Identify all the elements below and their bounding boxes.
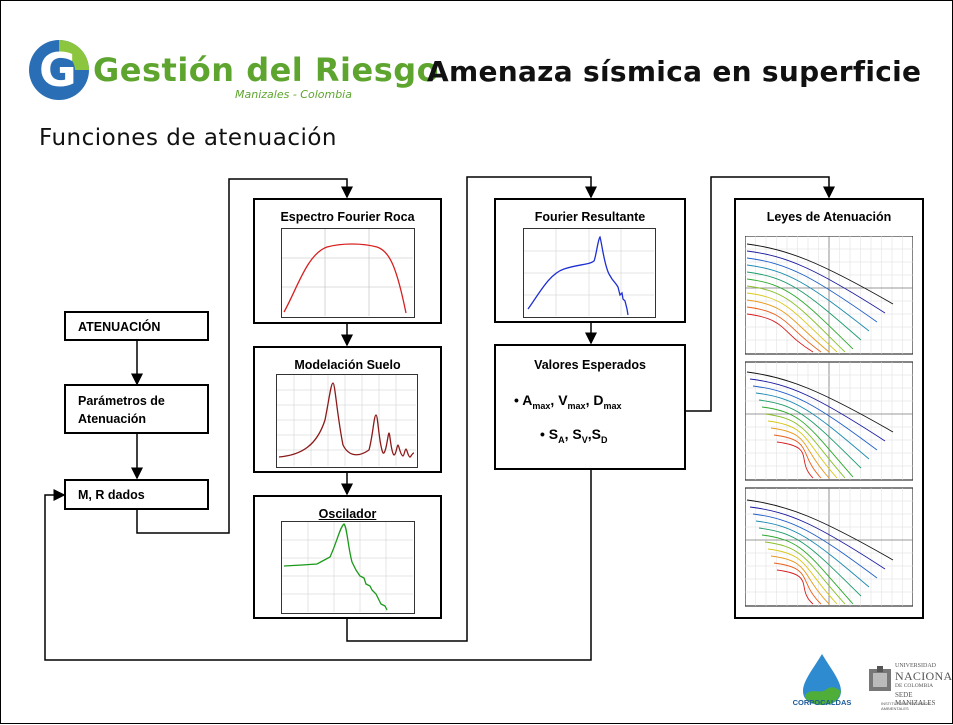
valores-esperados-label: Valores Esperados <box>534 358 646 372</box>
modelacion-box: Modelación Suelo <box>253 346 442 473</box>
attenuation-curve <box>746 250 886 314</box>
slide-subtitle: Funciones de atenuación <box>39 125 338 151</box>
logo-text: Gestión del Riesgo <box>93 51 440 89</box>
attenuation-curve <box>746 371 894 433</box>
attenuation-panel <box>745 361 913 481</box>
parametros-box: Parámetros de Atenuación <box>64 384 209 434</box>
attenuation-curve <box>776 569 814 605</box>
slide-title: Amenaza sísmica en superficie <box>427 55 922 88</box>
attenuation-curves <box>745 236 913 607</box>
attenuation-curve <box>746 499 894 561</box>
attenuation-panel <box>745 236 913 355</box>
espectro-box: Espectro Fourier Roca <box>253 198 442 324</box>
mr-dados-label: M, R dados <box>78 488 145 502</box>
attenuation-curve <box>755 520 870 588</box>
attenuation-curve <box>764 541 846 605</box>
fourier-resultante-box: Fourier Resultante <box>494 198 686 323</box>
mr-dados-box: M, R dados <box>64 479 209 510</box>
logo-icon: G <box>29 40 89 100</box>
bullet-amax-vmax-dmax: • Amax, Vmax, Dmax <box>514 392 622 411</box>
universidad-label: UNIVERSIDAD <box>895 663 936 669</box>
nacional-label: NACIONAL <box>895 669 953 683</box>
attenuation-curve <box>752 513 878 579</box>
atenuacion-box: ATENUACIÓN <box>64 311 209 341</box>
corpocaldas-label: CORPOCALDAS <box>792 698 852 707</box>
oscilador-plot <box>281 521 415 614</box>
attenuation-curve <box>761 534 854 605</box>
instituto-label: INSTITUTO DE ESTUDIOS AMBIENTALES <box>881 701 931 711</box>
attenuation-curve <box>758 527 862 597</box>
attenuation-curve <box>746 264 870 332</box>
attenuation-curve <box>767 548 838 605</box>
oscilador-curve <box>282 522 413 612</box>
attenuation-curve <box>773 562 822 605</box>
modelacion-curve <box>277 375 416 466</box>
sede-label: SEDE MANIZALES <box>895 691 936 707</box>
atenuacion-label: ATENUACIÓN <box>78 320 161 334</box>
oscilador-label: Oscilador <box>318 507 377 521</box>
attenuation-curve <box>746 285 846 353</box>
attenuation-curve <box>752 385 878 451</box>
attenuation-curve <box>746 271 862 341</box>
parametros-label-line1: Parámetros de <box>78 394 165 408</box>
university-crest-icon <box>869 666 891 691</box>
attenuation-curve <box>770 555 830 605</box>
attenuation-curve <box>746 306 822 353</box>
attenuation-curve <box>746 299 830 353</box>
svg-text:G: G <box>39 43 77 97</box>
attenuation-curve <box>746 278 854 350</box>
leyes-atenuacion-label: Leyes de Atenuación <box>766 210 892 224</box>
attenuation-curve <box>749 378 886 442</box>
attenuation-curve <box>749 506 886 570</box>
attenuation-curve <box>770 427 830 479</box>
attenuation-curve <box>767 420 838 479</box>
de-colombia-label: DE COLOMBIA <box>895 683 934 689</box>
leyes-atenuacion-box: Leyes de Atenuación <box>734 198 924 619</box>
espectro-plot <box>281 228 415 318</box>
bullet-sa-sv-sd: • SA, SV,SD <box>540 426 608 445</box>
parametros-label-line2: Atenuación <box>78 412 147 426</box>
espectro-label: Espectro Fourier Roca <box>280 210 415 224</box>
espectro-curve <box>282 229 413 316</box>
attenuation-curve <box>746 292 838 353</box>
fourier-resultante-plot <box>523 228 656 318</box>
logo-subtitle: Manizales - Colombia <box>235 88 352 101</box>
attenuation-curve <box>776 441 814 479</box>
attenuation-curve <box>746 243 894 305</box>
attenuation-panel <box>745 487 913 607</box>
attenuation-curve <box>764 413 846 479</box>
corpocaldas-logo-icon <box>803 654 841 705</box>
attenuation-curve <box>761 406 854 478</box>
fourier-resultante-curve <box>524 229 654 316</box>
fourier-resultante-label: Fourier Resultante <box>534 210 646 224</box>
oscilador-box: Oscilador <box>253 495 442 619</box>
attenuation-curve <box>746 257 878 323</box>
attenuation-curve <box>773 434 822 479</box>
attenuation-curve <box>755 392 870 460</box>
attenuation-curve <box>758 399 862 469</box>
modelacion-plot <box>276 374 418 468</box>
modelacion-label: Modelación Suelo <box>294 358 401 372</box>
attenuation-curve <box>746 313 814 353</box>
valores-esperados-box: Valores Esperados • Amax, Vmax, Dmax • S… <box>494 344 686 470</box>
